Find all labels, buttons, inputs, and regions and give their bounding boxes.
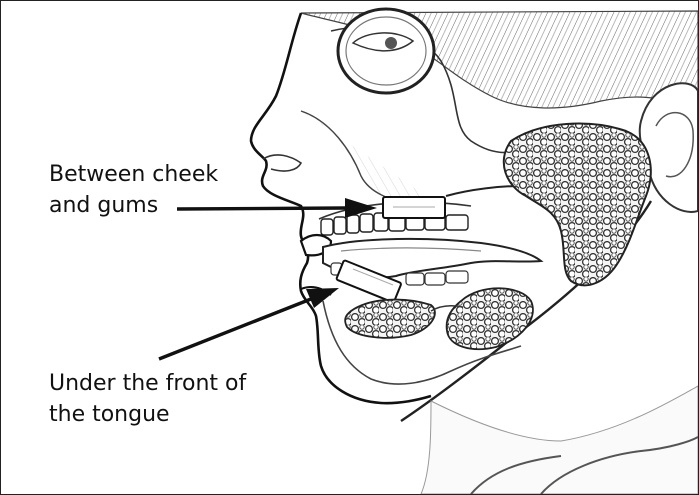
label-under-tongue: Under the front of the tongue	[49, 368, 246, 430]
label-cheek-gums: Between cheek and gums	[49, 159, 218, 221]
label-under-tongue-line1: Under the front of	[49, 368, 246, 399]
parotid-duct	[446, 186, 521, 196]
sublingual-gland	[345, 300, 435, 338]
submandibular-gland	[447, 288, 533, 349]
ear	[640, 83, 698, 212]
label-cheek-gums-line1: Between cheek	[49, 159, 218, 190]
arrow-under-tongue	[159, 299, 311, 359]
label-cheek-gums-line2: and gums	[49, 190, 218, 221]
label-under-tongue-line2: the tongue	[49, 399, 246, 430]
